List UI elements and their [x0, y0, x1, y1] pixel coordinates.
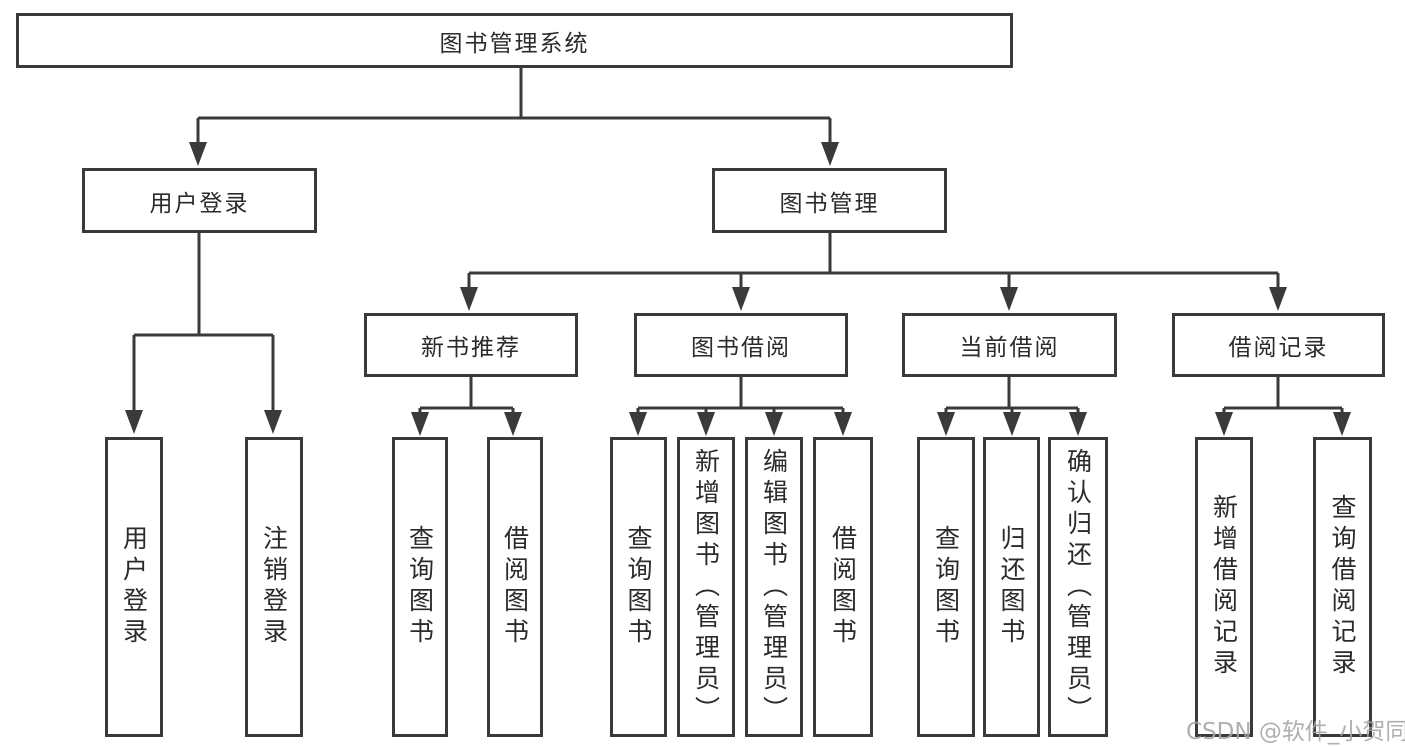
leaf-logout-label: 注销登录 [259, 525, 289, 649]
node-book-management: 图书管理 [712, 168, 947, 233]
node-user-login-group-label: 用户登录 [149, 190, 250, 217]
node-root-system-label: 图书管理系统 [439, 30, 590, 57]
leaf-add-borrow-record-label: 新增借阅记录 [1209, 494, 1239, 680]
node-current-borrowing-label: 当前借阅 [959, 335, 1060, 361]
node-book-borrowing: 图书借阅 [634, 313, 848, 377]
leaf-user-login-label: 用户登录 [119, 525, 149, 649]
node-book-borrowing-label: 图书借阅 [691, 335, 791, 361]
leaf-add-books-admin-label: 新增图书（管理员） [691, 447, 721, 727]
leaf-query-books-1-label: 查询图书 [405, 525, 435, 649]
leaf-confirm-return-admin-label: 确认归还（管理员） [1063, 447, 1093, 727]
leaf-query-books-2-label: 查询图书 [624, 525, 653, 649]
leaf-return-books-label: 归还图书 [997, 525, 1026, 649]
leaf-return-books: 归还图书 [983, 437, 1040, 737]
leaf-query-books-3: 查询图书 [917, 437, 975, 737]
node-borrowing-records-label: 借阅记录 [1228, 335, 1329, 361]
leaf-borrow-books-1: 借阅图书 [487, 437, 543, 737]
leaf-add-borrow-record: 新增借阅记录 [1195, 437, 1253, 737]
node-root-system: 图书管理系统 [16, 13, 1013, 68]
node-new-book-recommend: 新书推荐 [364, 313, 578, 377]
node-user-login-group: 用户登录 [82, 168, 317, 233]
leaf-edit-books-admin-label: 编辑图书（管理员） [759, 447, 789, 727]
leaf-edit-books-admin: 编辑图书（管理员） [745, 437, 803, 737]
leaf-confirm-return-admin: 确认归还（管理员） [1048, 437, 1108, 737]
node-current-borrowing: 当前借阅 [902, 313, 1117, 377]
leaf-borrow-books-2-label: 借阅图书 [828, 525, 858, 649]
leaf-logout: 注销登录 [245, 437, 303, 737]
node-book-management-label: 图书管理 [779, 190, 880, 217]
leaf-borrow-books-2: 借阅图书 [813, 437, 873, 737]
leaf-add-books-admin: 新增图书（管理员） [677, 437, 735, 737]
node-borrowing-records: 借阅记录 [1172, 313, 1385, 377]
csdn-watermark: CSDN @软件_小贺同学 [1186, 719, 1405, 745]
leaf-query-books-1: 查询图书 [392, 437, 448, 737]
leaf-query-books-2: 查询图书 [610, 437, 667, 737]
node-new-book-recommend-label: 新书推荐 [421, 335, 521, 361]
leaf-query-books-3-label: 查询图书 [931, 525, 961, 649]
leaf-query-borrow-record-label: 查询借阅记录 [1328, 494, 1357, 680]
leaf-query-borrow-record: 查询借阅记录 [1313, 437, 1372, 737]
leaf-borrow-books-1-label: 借阅图书 [500, 525, 530, 649]
leaf-user-login: 用户登录 [105, 437, 163, 737]
